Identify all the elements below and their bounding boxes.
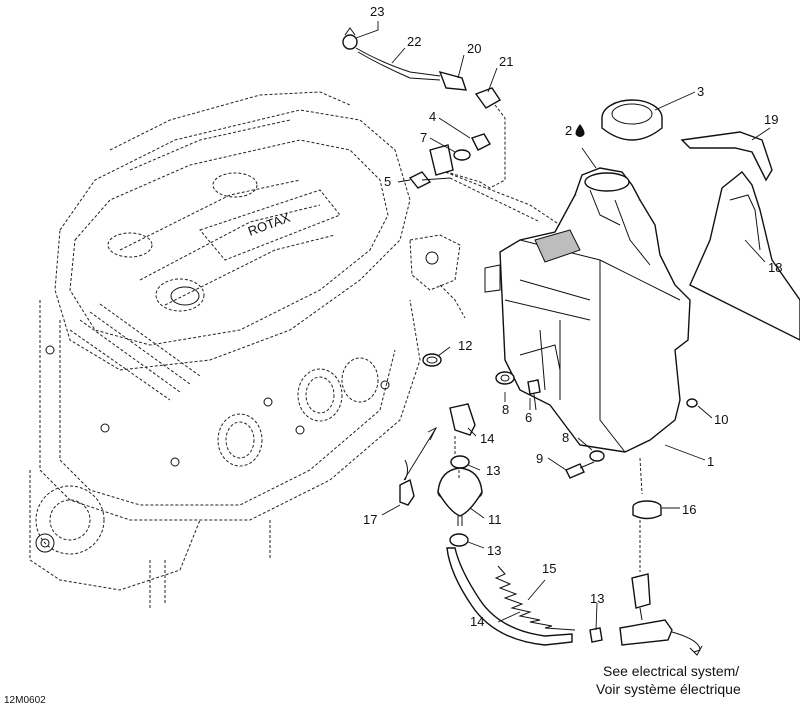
- engine-logo-text: ROTAX: [246, 210, 293, 239]
- leader-lines: [355, 21, 771, 631]
- callout-20: 20: [467, 41, 481, 56]
- callout-22: 22: [407, 34, 421, 49]
- cross-reference-note-line2: Voir système électrique: [596, 681, 741, 697]
- callout-14-lower: 14: [470, 614, 484, 629]
- callout-6: 6: [525, 410, 532, 425]
- callout-14-upper: 14: [480, 431, 494, 446]
- callout-10: 10: [714, 412, 728, 427]
- callout-13-lower: 13: [590, 591, 604, 606]
- callout-18: 18: [768, 260, 782, 275]
- callout-16: 16: [682, 502, 696, 517]
- callout-3: 3: [697, 84, 704, 99]
- cross-reference-note-line1: See electrical system/: [603, 663, 739, 679]
- oil-line-parts: [399, 353, 703, 656]
- callout-1: 1: [707, 454, 714, 469]
- callout-23: 23: [370, 4, 384, 19]
- callout-17: 17: [363, 512, 377, 527]
- engine-block: ROTAX: [29, 91, 466, 610]
- callout-7: 7: [420, 130, 427, 145]
- callout-8-upper: 8: [502, 402, 509, 417]
- callout-9: 9: [536, 451, 543, 466]
- callout-12: 12: [458, 338, 472, 353]
- callout-5: 5: [384, 174, 391, 189]
- callout-15: 15: [542, 561, 556, 576]
- callout-2: 2: [565, 123, 572, 138]
- oil-drop-icon: [575, 124, 585, 137]
- callout-21: 21: [499, 54, 513, 69]
- drawing-code: 12M0602: [4, 695, 46, 706]
- vent-line: [342, 27, 561, 226]
- callout-8-lower: 8: [562, 430, 569, 445]
- callout-19: 19: [764, 112, 778, 127]
- callout-13-middle: 13: [487, 543, 501, 558]
- callout-labels: 23 22 20 21 3 2 19 18 4 7 5 8 6 12 14 13…: [363, 4, 782, 629]
- heat-shield: [680, 131, 800, 341]
- oil-tank: [484, 167, 691, 453]
- filler-cap: [601, 99, 663, 141]
- callout-13-upper: 13: [486, 463, 500, 478]
- callout-11: 11: [488, 512, 502, 527]
- fasteners: [408, 133, 698, 479]
- callout-4: 4: [429, 109, 436, 124]
